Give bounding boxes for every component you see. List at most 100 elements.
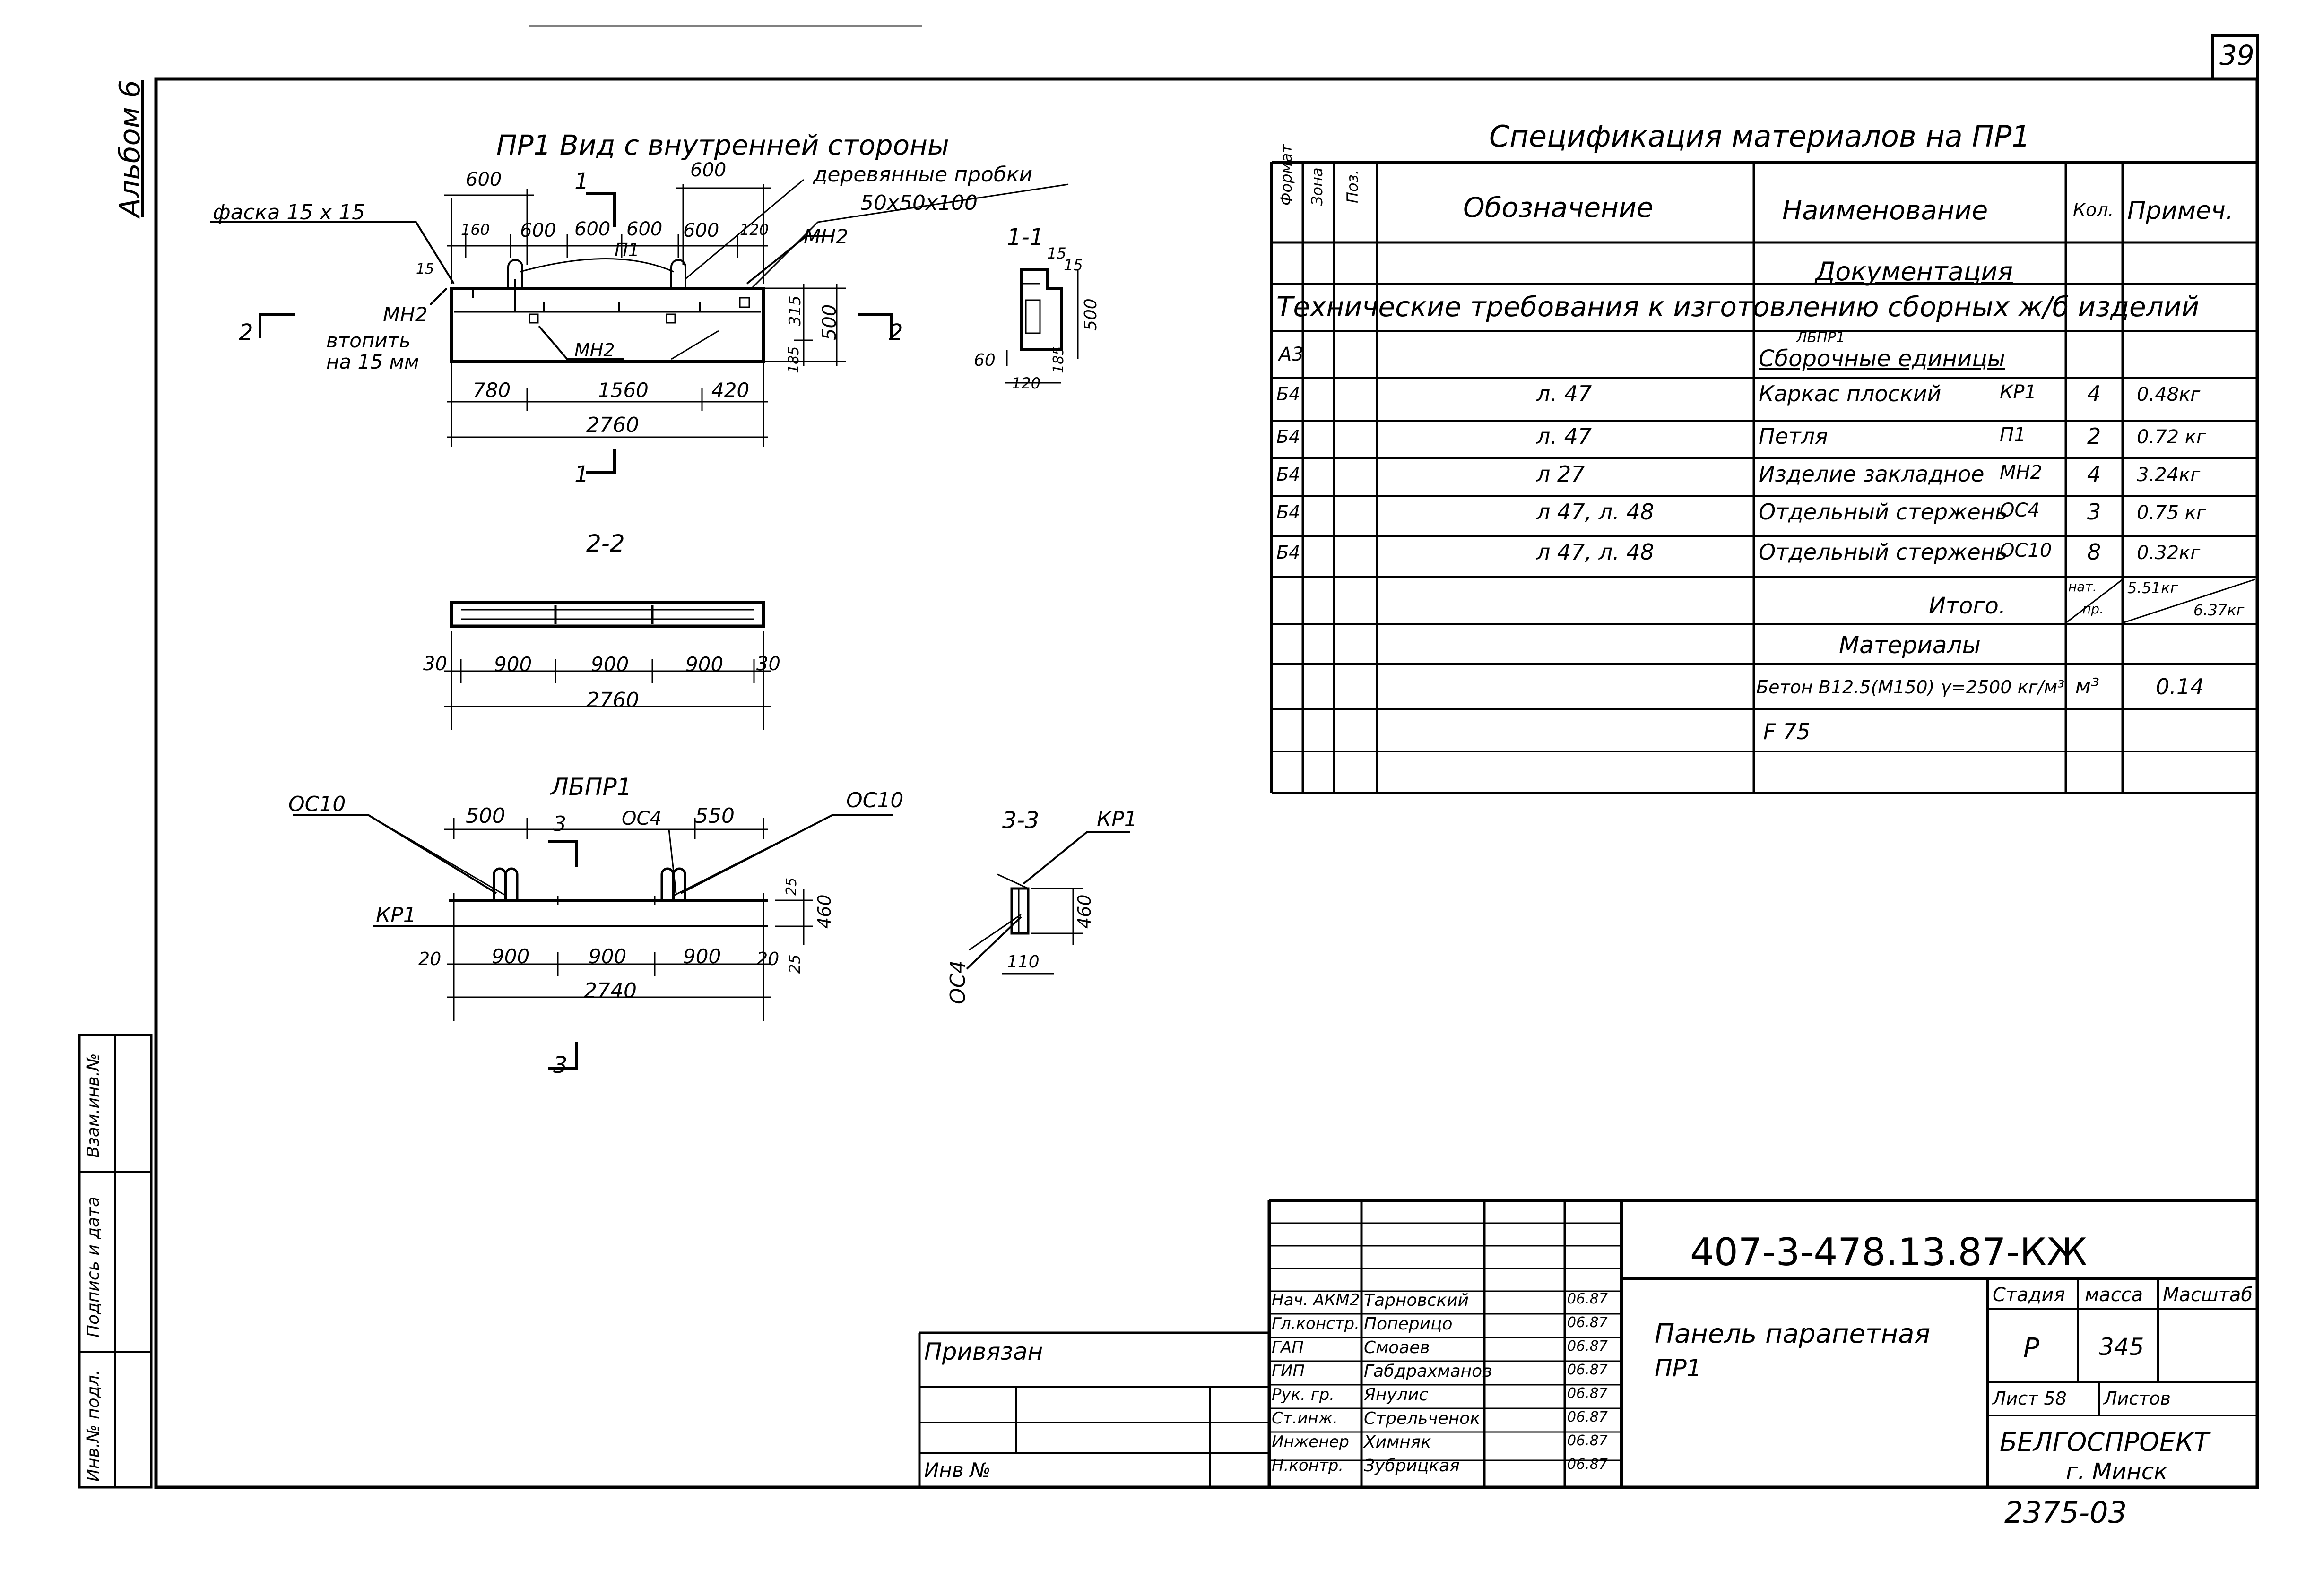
- spec-row-note: 0.32кг: [2137, 542, 2201, 564]
- staff-role: ГАП: [1272, 1338, 1304, 1357]
- spec-tech-req: Технические требования к изготовлению сб…: [1276, 291, 2200, 323]
- sec11-dim-120: 120: [1012, 374, 1041, 392]
- section-11-title: 1-1: [1007, 224, 1044, 250]
- spec-frost: F 75: [1763, 719, 1811, 744]
- staff-date: 06.87: [1567, 1338, 1608, 1354]
- scale-header: Масштаб: [2163, 1284, 2253, 1306]
- dim-500: 500: [819, 304, 841, 340]
- spec-row-format: Б4: [1276, 502, 1300, 523]
- sec22-dim-900b: 900: [591, 653, 629, 676]
- doc-code: 407-3-478.13.87-КЖ: [1690, 1230, 2088, 1274]
- sec11-dim-60: 60: [974, 351, 996, 370]
- side-replace-inv: Взам.инв.№: [84, 1053, 103, 1158]
- sec33-dim-460: 460: [1074, 894, 1095, 929]
- frame-oc10-right: ОС10: [846, 788, 904, 812]
- staff-name: Габдрахманов: [1364, 1362, 1492, 1381]
- spec-header-qty: Кол.: [2073, 199, 2114, 220]
- spec-total-note-bottom: 6.37кг: [2193, 601, 2245, 619]
- sheets-label: Листов: [2104, 1388, 2171, 1409]
- dim-600e: 600: [626, 218, 663, 240]
- spec-concrete: Бетон В12.5(М150) γ=2500 кг/м³: [1756, 677, 2065, 698]
- staff-name: Стрельченок: [1364, 1409, 1481, 1428]
- spec-header-zone: Зона: [1308, 167, 1326, 206]
- section-22-title: 2-2: [586, 530, 625, 557]
- spec-header-name: Наименование: [1782, 195, 1988, 226]
- staff-name: Химняк: [1364, 1432, 1431, 1452]
- dim-600d: 600: [574, 218, 611, 240]
- spec-concrete-unit: м³: [2075, 674, 2099, 698]
- frame-section-3: 3: [553, 812, 566, 836]
- mn2-label-c: МН2: [574, 340, 615, 361]
- sec22-dim-900a: 900: [494, 653, 532, 676]
- loop-label: П1: [615, 240, 640, 260]
- spec-row-note: 3.24кг: [2137, 464, 2201, 486]
- frame-dim-900a: 900: [492, 945, 530, 968]
- organization-city: г. Минск: [2066, 1458, 2168, 1485]
- frame-kp1: КР1: [376, 903, 416, 927]
- staff-name: Тарновский: [1364, 1291, 1469, 1310]
- spec-row-name: Изделие закладное: [1759, 461, 1985, 487]
- spec-row-mark: П1: [2000, 424, 2026, 446]
- spec-concrete-qty: 0.14: [2156, 674, 2204, 699]
- staff-date: 06.87: [1567, 1409, 1608, 1425]
- doc-name-2: ПР1: [1655, 1354, 1702, 1382]
- spec-row-name: Отдельный стержень: [1759, 499, 2008, 525]
- spec-total-note-top: 5.51кг: [2127, 579, 2178, 597]
- spec-total-label: Итого.: [1929, 593, 2006, 619]
- spec-title: Спецификация материалов на ПР1: [1489, 119, 2030, 154]
- spec-row-format: Б4: [1276, 542, 1300, 563]
- spec-header-format: Формат: [1277, 144, 1295, 206]
- side-inv-original: Инв.№ подл.: [84, 1370, 103, 1482]
- mass-header: масса: [2085, 1284, 2143, 1306]
- frame-dim-900b: 900: [589, 945, 627, 968]
- frame-section-3b: 3: [553, 1052, 568, 1078]
- spec-lbpr: ЛБПР1: [1796, 329, 1845, 346]
- staff-role: Инженер: [1272, 1432, 1349, 1451]
- stage-value: Р: [2023, 1333, 2039, 1363]
- section-mark-1: 1: [574, 168, 589, 195]
- dim-600f: 600: [683, 220, 719, 242]
- dim-600a: 600: [466, 169, 502, 190]
- sec22-dim-900c: 900: [685, 653, 724, 676]
- spec-header-pos: Поз.: [1344, 170, 1361, 203]
- staff-date: 06.87: [1567, 1314, 1608, 1331]
- dim-420: 420: [711, 379, 750, 402]
- dim-2760: 2760: [586, 413, 639, 437]
- sec33-dim-110: 110: [1007, 952, 1040, 972]
- dim-120: 120: [740, 221, 769, 239]
- album-label: Альбом 6: [113, 80, 147, 217]
- sheet-number: 39: [2219, 39, 2254, 71]
- spec-total-qty-top: нат.: [2068, 579, 2097, 595]
- frame-dim-460: 460: [814, 894, 835, 929]
- sink-label-2: на 15 мм: [326, 350, 419, 373]
- spec-row-designation: л. 47: [1536, 423, 1592, 449]
- spec-row-designation: л. 47: [1536, 381, 1592, 406]
- sec33-oc4: ОС4: [946, 960, 970, 1004]
- staff-role: Гл.констр.: [1272, 1314, 1360, 1333]
- spec-row-format: Б4: [1276, 464, 1300, 485]
- dim-780: 780: [473, 379, 511, 402]
- spec-row-mark: ОС10: [2000, 540, 2052, 561]
- section-mark-2b: 2: [889, 319, 903, 346]
- spec-row-name: Каркас плоский: [1759, 381, 1942, 406]
- sink-label: втопить: [326, 329, 411, 352]
- sec22-dim-2760: 2760: [586, 688, 639, 712]
- spec-row-mark: МН2: [2000, 462, 2043, 483]
- staff-name: Зубрицкая: [1364, 1456, 1460, 1475]
- dim-15: 15: [416, 261, 434, 277]
- spec-row-name: Отдельный стержень: [1759, 539, 2008, 565]
- staff-name: Поперицо: [1364, 1314, 1453, 1334]
- frame-title: ЛБПР1: [551, 773, 632, 801]
- staff-date: 06.87: [1567, 1362, 1608, 1378]
- organization: БЕЛГОСПРОЕКТ: [2000, 1427, 2210, 1457]
- frame-oc4: ОС4: [622, 808, 662, 829]
- plugs-label: деревянные пробки: [813, 163, 1033, 187]
- staff-name: Смоаев: [1364, 1338, 1430, 1357]
- staff-role: Н.контр.: [1272, 1456, 1344, 1475]
- spec-row-qty: 3: [2087, 499, 2101, 525]
- spec-row-designation: л 27: [1536, 461, 1585, 487]
- staff-role: Ст.инж.: [1272, 1409, 1338, 1428]
- section-mark-1b: 1: [574, 461, 589, 488]
- section-mark-2: 2: [239, 319, 253, 346]
- dim-1560: 1560: [598, 379, 649, 402]
